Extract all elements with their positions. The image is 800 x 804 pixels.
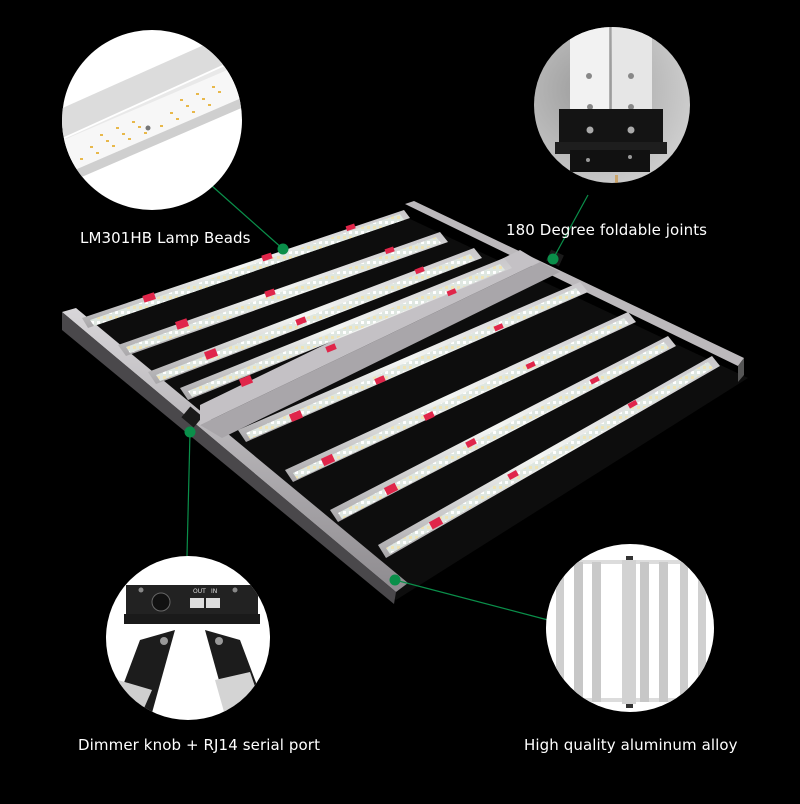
led-bar [118,232,448,356]
led-bar [180,258,512,400]
led-bar [378,356,720,558]
port-label-out: OUT [193,588,206,595]
callout-dot-lamp-beads [277,243,289,255]
callout-dot-aluminum [389,574,401,586]
callout-dot-joints [547,253,559,265]
callout-label-lamp-beads: LM301HB Lamp Beads [80,229,251,247]
leader-line-dimmer [186,431,191,557]
leader-line-joints [552,194,589,260]
port-label-in: IN [211,588,217,595]
callout-label-foldable-joints: 180 Degree foldable joints [506,221,708,239]
led-bars [82,210,720,558]
led-bar [82,210,410,328]
leader-line-lamp-beads [211,185,284,250]
led-bar [285,312,636,482]
hinge-joint-closeup-icon [534,27,690,183]
led-strip-closeup-icon [62,30,242,210]
callout-leaders [186,185,589,621]
dimmer-port-closeup-icon: OUT IN [106,556,270,720]
callout-dot-dimmer [184,426,196,438]
led-bar [238,282,588,442]
leader-line-aluminum [394,579,549,621]
led-bar [148,248,482,384]
aluminum-bars-closeup-icon [546,544,714,712]
led-bar [330,336,676,522]
callout-label-dimmer-port: Dimmer knob + RJ14 serial port [78,736,321,754]
callout-label-aluminum: High quality aluminum alloy [524,736,738,754]
callout-dots [184,243,559,586]
